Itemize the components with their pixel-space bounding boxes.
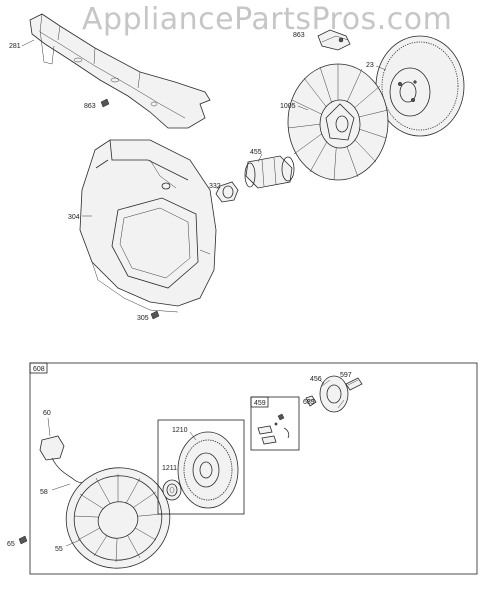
box-459 [250, 396, 300, 451]
leader-23 [375, 65, 387, 71]
callout-23: 23 [366, 62, 374, 69]
callout-863-left: 863 [84, 103, 96, 110]
leader-1005 [297, 105, 309, 111]
box-608-tab [29, 362, 48, 374]
part-332-nut [215, 181, 239, 203]
part-1211-spring [162, 479, 182, 501]
part-1005-fan [287, 63, 389, 181]
callout-332: 332 [209, 183, 221, 190]
part-304-blower-housing [79, 139, 217, 313]
part-281-bracket [29, 13, 211, 129]
watermark-text: AppliancePartsPros.com [82, 2, 452, 37]
box-459-tab [250, 396, 269, 408]
part-459-pawl-kit [257, 413, 290, 445]
callout-305: 305 [137, 315, 149, 322]
part-689-screw [305, 395, 317, 407]
leader-1210 [189, 431, 197, 441]
part-1210-pulley [177, 431, 239, 509]
part-60-handle [39, 435, 73, 479]
callout-459: 459 [254, 400, 266, 407]
callout-304: 304 [68, 214, 80, 221]
part-863-screw-left [100, 98, 110, 108]
callout-60: 60 [43, 410, 51, 417]
part-23-flywheel [375, 35, 465, 137]
leader-281 [21, 39, 35, 47]
part-55-starter-housing [65, 467, 171, 569]
callout-456: 456 [310, 376, 322, 383]
callout-58: 58 [40, 489, 48, 496]
callout-455: 455 [250, 149, 262, 156]
callout-597: 597 [340, 372, 352, 379]
callout-863-top: 863 [293, 32, 305, 39]
box-608 [29, 362, 478, 575]
part-455-cup [244, 155, 295, 189]
leader-58 [51, 483, 71, 491]
callout-65: 65 [7, 541, 15, 548]
part-863-clip-top [317, 29, 351, 51]
leader-55 [65, 539, 81, 547]
leader-456 [319, 379, 325, 385]
callout-1005: 1005 [280, 103, 296, 110]
leader-60 [47, 417, 51, 437]
part-305-screw [150, 310, 160, 320]
box-1210 [157, 419, 245, 515]
callout-55: 55 [55, 546, 63, 553]
part-456-cup [319, 375, 349, 413]
callout-281: 281 [9, 43, 21, 50]
part-65-screw [18, 535, 28, 545]
callout-608: 608 [33, 366, 45, 373]
callout-689: 689 [303, 399, 315, 406]
part-597-screw [345, 377, 363, 391]
callout-1210: 1210 [172, 427, 188, 434]
leader-455 [257, 153, 263, 163]
callout-1211: 1211 [162, 465, 177, 472]
